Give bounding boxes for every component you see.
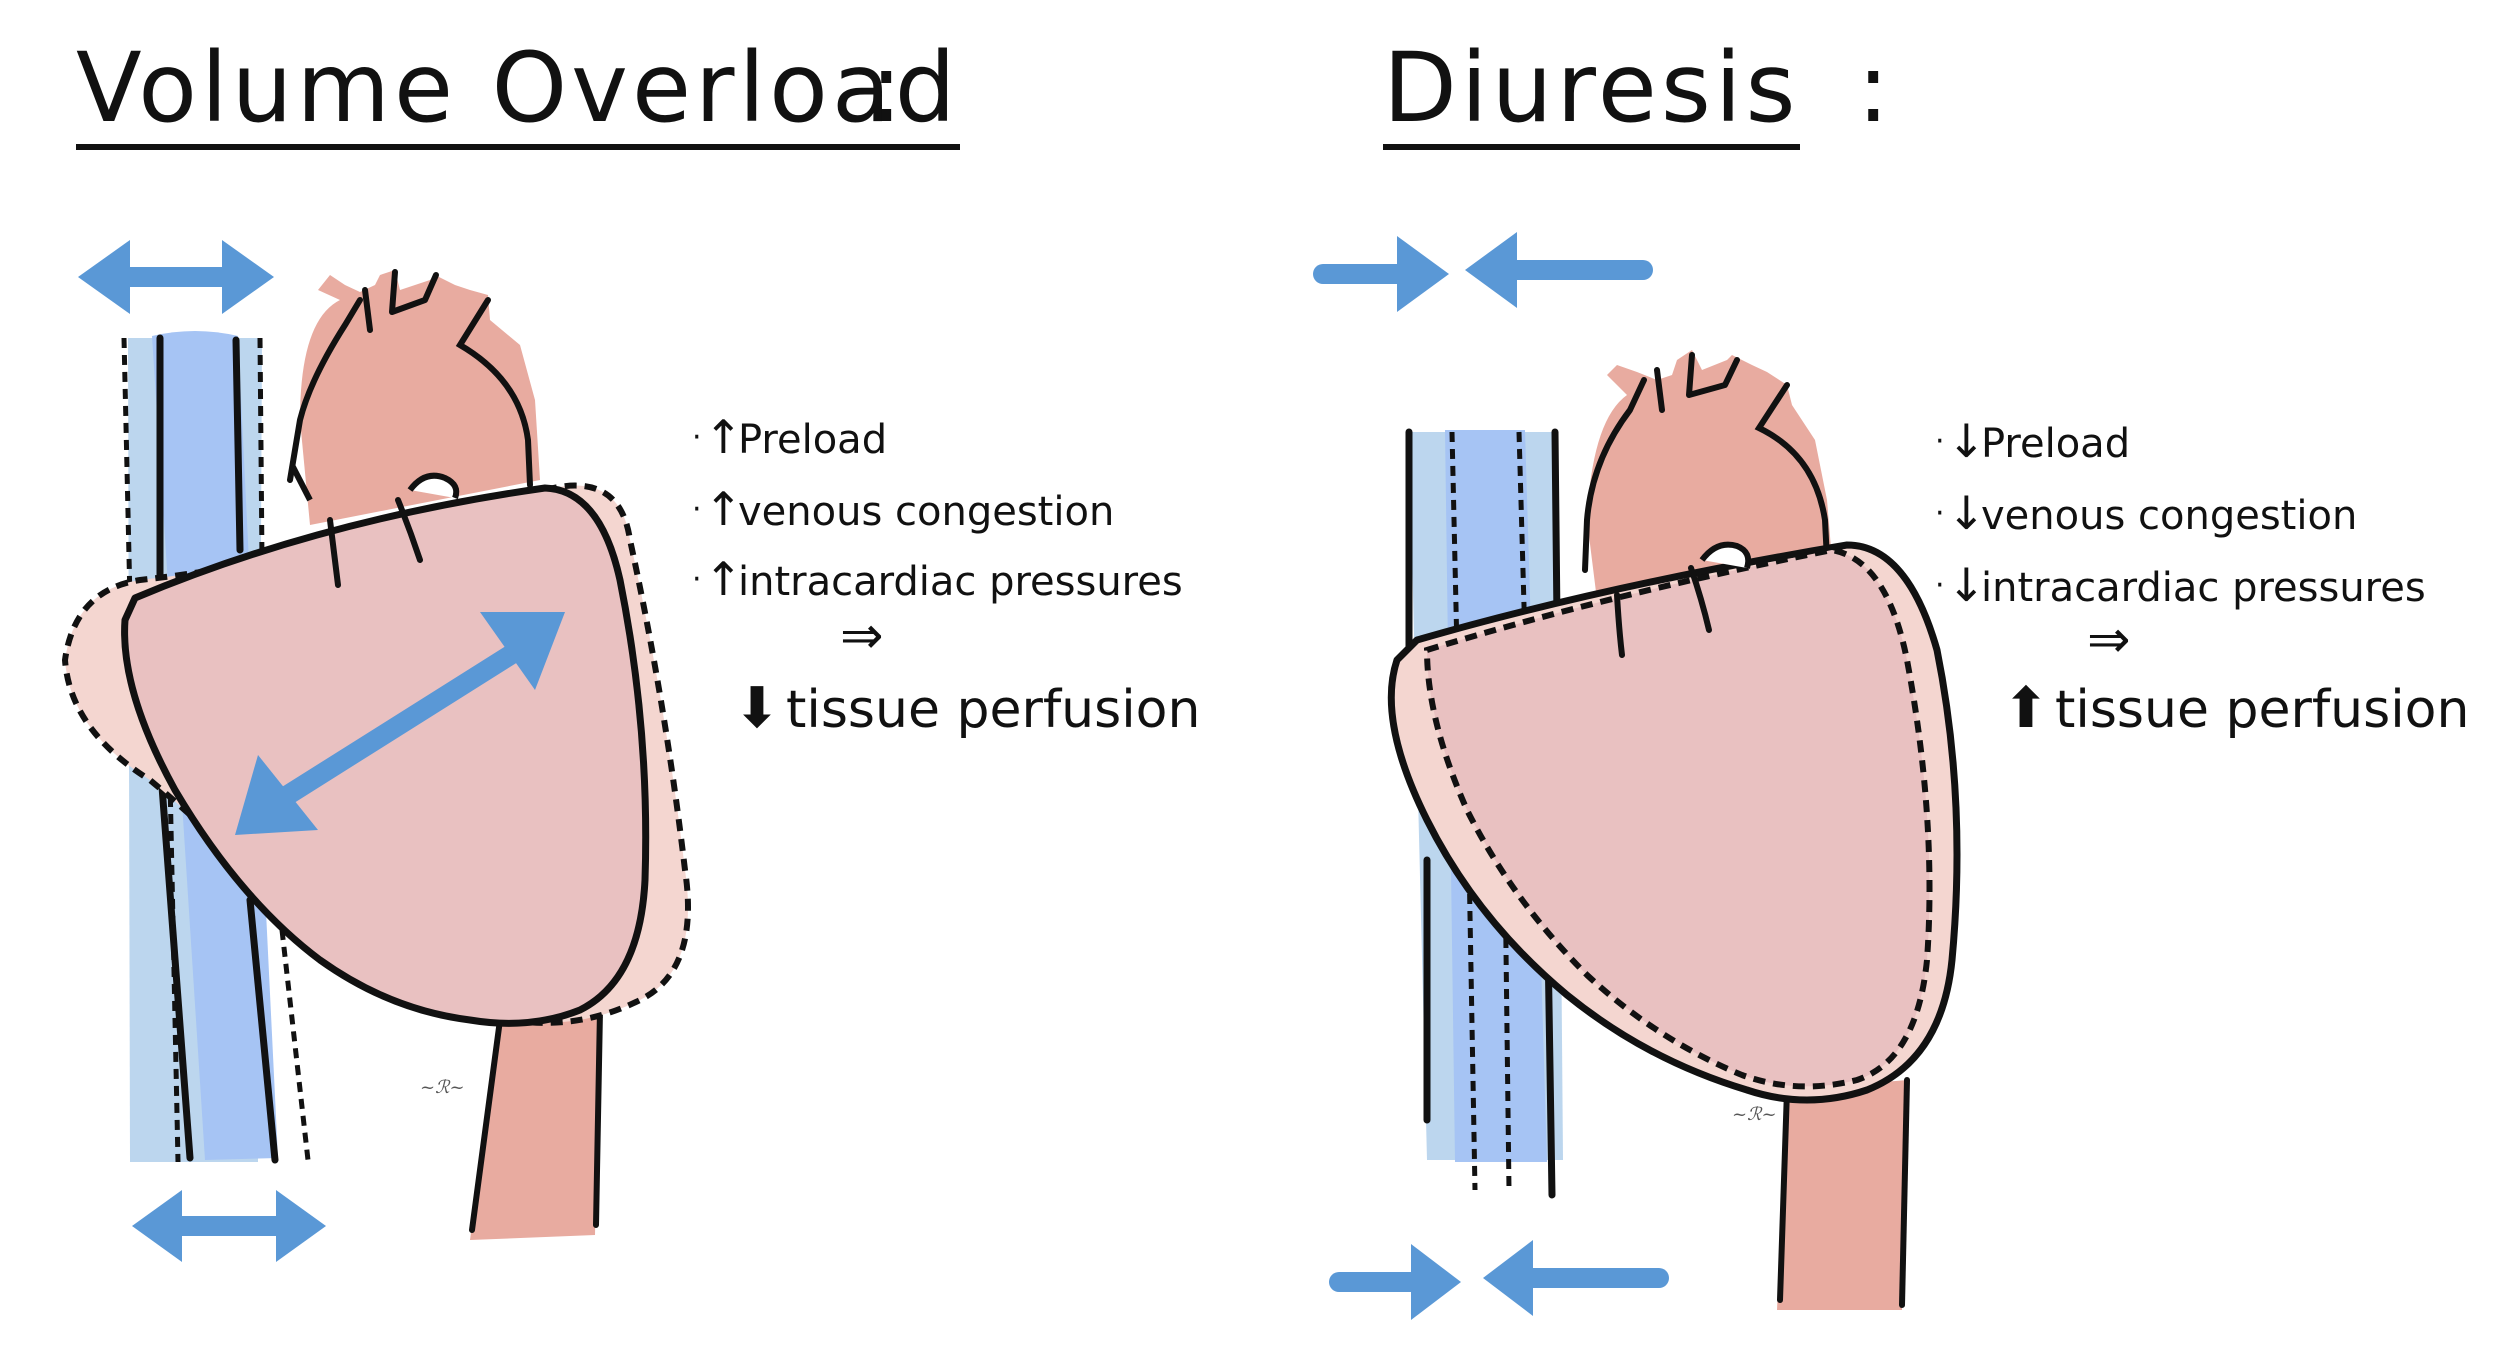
down-arrow-icon: ↓ bbox=[1947, 486, 1981, 540]
double-headed-horizontal-arrow-icon bbox=[78, 240, 274, 314]
effect-intracardiac-pressures: ·↓intracardiac pressures bbox=[1935, 558, 2426, 612]
up-arrow-icon: ↑ bbox=[704, 552, 738, 606]
double-headed-horizontal-arrow-icon bbox=[132, 1190, 326, 1262]
up-arrow-icon: ↑ bbox=[704, 482, 738, 536]
diuresis-panel: Diuresis : bbox=[1247, 0, 2494, 1351]
inward-pointing-arrows-icon bbox=[1323, 232, 1643, 312]
volume-overload-panel: Volume Overload : bbox=[0, 0, 1247, 1351]
descending-aorta bbox=[1777, 1080, 1907, 1310]
inward-pointing-arrows-icon bbox=[1339, 1240, 1659, 1320]
effect-intracardiac-pressures: ·↑intracardiac pressures bbox=[692, 552, 1183, 606]
effect-venous-congestion: ·↑venous congestion bbox=[692, 482, 1114, 536]
effect-preload: ·↑Preload bbox=[692, 410, 887, 464]
outcome-tissue-perfusion: ⬆tissue perfusion bbox=[1997, 676, 2469, 741]
implies-arrow-icon: ⇒ bbox=[2087, 610, 2131, 670]
down-arrow-icon: ↓ bbox=[1947, 414, 1981, 468]
up-arrow-icon: ⬆ bbox=[1997, 676, 2055, 741]
up-arrow-icon: ↑ bbox=[704, 410, 738, 464]
effect-preload: ·↓Preload bbox=[1935, 414, 2130, 468]
outcome-tissue-perfusion: ⬇tissue perfusion bbox=[728, 676, 1200, 741]
descending-aorta bbox=[470, 1010, 600, 1240]
artist-signature: ~ℛ~ bbox=[1732, 1104, 1777, 1125]
down-arrow-icon: ⬇ bbox=[728, 676, 786, 741]
down-arrow-icon: ↓ bbox=[1947, 558, 1981, 612]
artist-signature: ~ℛ~ bbox=[420, 1077, 465, 1098]
implies-arrow-icon: ⇒ bbox=[840, 606, 884, 666]
effect-venous-congestion: ·↓venous congestion bbox=[1935, 486, 2357, 540]
